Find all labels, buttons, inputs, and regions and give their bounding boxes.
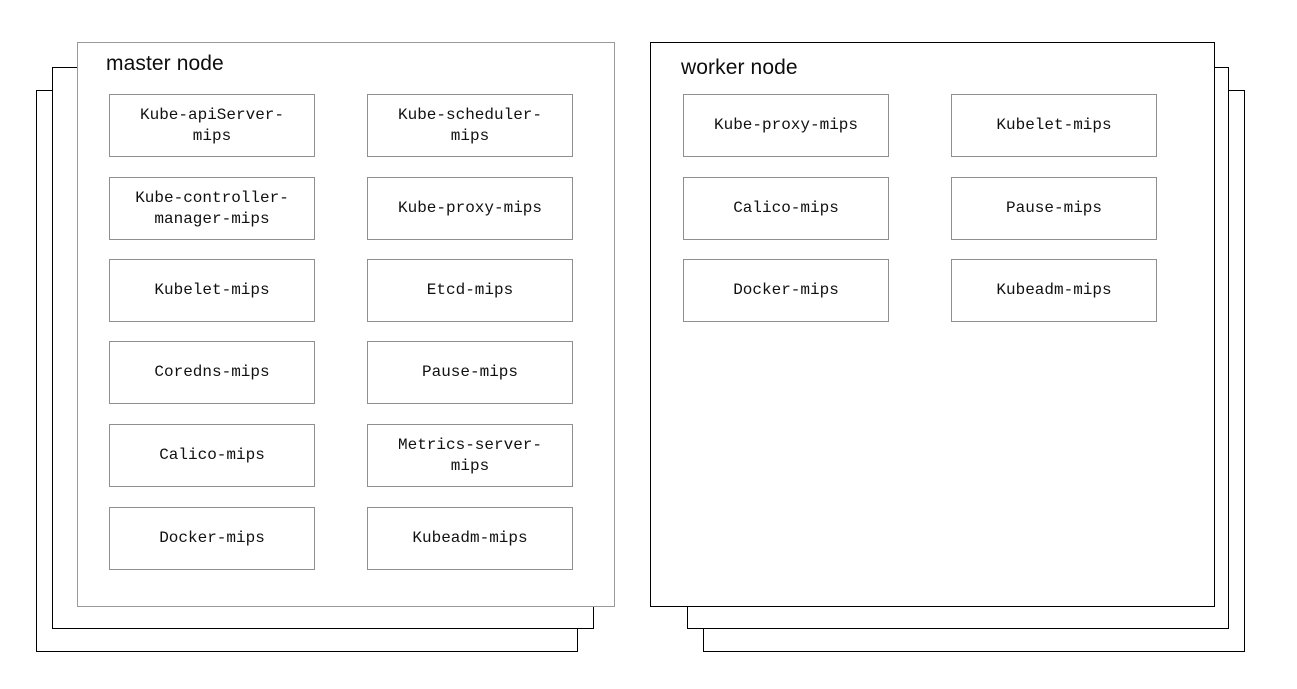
component-label: Kubelet-mips (996, 116, 1112, 134)
component-box[interactable]: Kube-apiServer- mips (109, 94, 315, 157)
component-box[interactable]: Kubelet-mips (951, 94, 1157, 157)
component-box[interactable]: Kubelet-mips (109, 259, 315, 322)
component-label: Kube-controller- manager-mips (135, 188, 289, 228)
master-node-card[interactable]: master node Kube-apiServer- mips Kube-co… (77, 42, 615, 607)
component-box[interactable]: Etcd-mips (367, 259, 573, 322)
component-label: Kube-apiServer- mips (139, 105, 285, 145)
worker-node-title: worker node (681, 56, 798, 79)
component-box[interactable]: Pause-mips (367, 341, 573, 404)
component-box[interactable]: Calico-mips (683, 177, 889, 240)
component-box[interactable]: Docker-mips (683, 259, 889, 322)
component-box[interactable]: Kube-scheduler- mips (367, 94, 573, 157)
component-box[interactable]: Kube-proxy-mips (367, 177, 573, 240)
component-box[interactable]: Kubeadm-mips (367, 507, 573, 570)
component-label: Docker-mips (733, 281, 839, 299)
component-label: Kube-scheduler- mips (397, 105, 543, 145)
component-label: Etcd-mips (426, 281, 514, 299)
component-box[interactable]: Coredns-mips (109, 341, 315, 404)
component-box[interactable]: Metrics-server- mips (367, 424, 573, 487)
component-box[interactable]: Kube-controller- manager-mips (109, 177, 315, 240)
component-label: Calico-mips (159, 446, 265, 464)
component-label: Pause-mips (421, 363, 518, 381)
component-label: Kubeadm-mips (412, 529, 528, 547)
component-box[interactable]: Pause-mips (951, 177, 1157, 240)
component-label: Kube-proxy-mips (397, 199, 543, 217)
component-label: Docker-mips (159, 529, 265, 547)
component-box[interactable]: Calico-mips (109, 424, 315, 487)
master-node-title: master node (106, 52, 224, 75)
component-label: Coredns-mips (154, 363, 270, 381)
component-box[interactable]: Kube-proxy-mips (683, 94, 889, 157)
component-label: Kube-proxy-mips (713, 116, 859, 134)
component-label: Pause-mips (1005, 199, 1102, 217)
component-label: Metrics-server- mips (397, 435, 543, 475)
component-label: Calico-mips (733, 199, 839, 217)
component-box[interactable]: Docker-mips (109, 507, 315, 570)
component-box[interactable]: Kubeadm-mips (951, 259, 1157, 322)
component-label: Kubelet-mips (154, 281, 270, 299)
component-label: Kubeadm-mips (996, 281, 1112, 299)
worker-node-card[interactable]: worker node Kube-proxy-mips Calico-mips … (650, 42, 1215, 607)
